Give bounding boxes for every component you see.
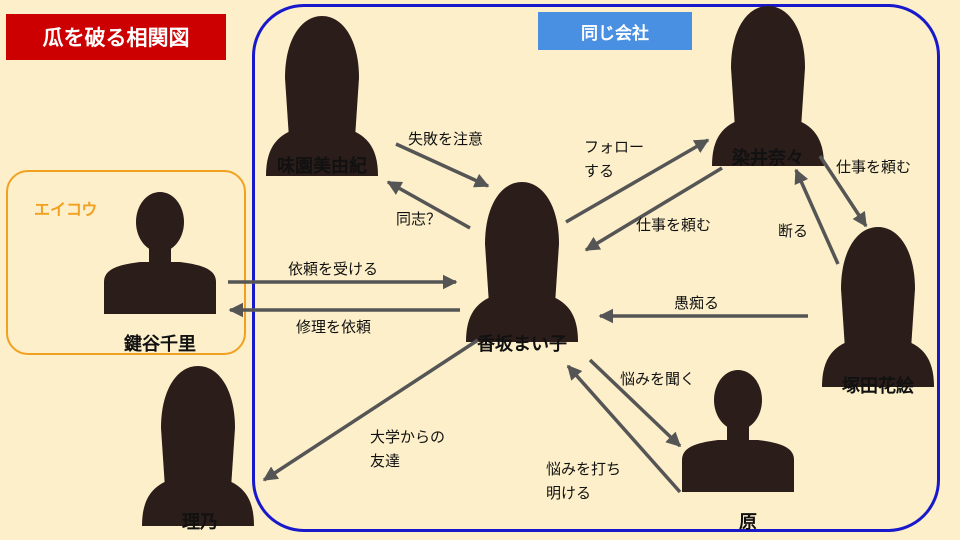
person-name-misono: 味園美由紀 bbox=[277, 156, 367, 177]
arrow-somei-to-kasaka bbox=[584, 166, 723, 252]
person-name-rino: 理乃 bbox=[182, 512, 218, 533]
arrow-kasaka-to-rino bbox=[262, 338, 479, 482]
relation-label-kasaka-to-rino-line2: 友達 bbox=[370, 452, 401, 470]
person-name-kasaka: 香坂まい子 bbox=[477, 334, 567, 355]
relation-label-kasaka-to-somei-line2: する bbox=[584, 162, 615, 180]
relation-label-misono-to-kasaka: 失敗を注意 bbox=[408, 130, 484, 148]
somei-silhouette bbox=[712, 6, 824, 166]
arrow-kasaka-to-misono bbox=[386, 180, 471, 230]
relation-label-kasaka-to-rino-line1: 大学からの bbox=[370, 428, 446, 446]
person-name-somei: 染井奈々 bbox=[732, 148, 804, 169]
arrow-somei-to-tsukada bbox=[818, 155, 868, 228]
relation-label-kasaka-to-somei-line1: フォロー bbox=[584, 138, 645, 156]
kagitani-silhouette bbox=[104, 192, 216, 314]
relation-label-kasaka-to-hara: 悩みを聞く bbox=[620, 370, 696, 388]
arrow-tsukada-to-somei bbox=[794, 168, 840, 265]
relation-label-somei-to-kasaka: 仕事を頼む bbox=[636, 216, 712, 234]
relation-label-hara-to-kasaka-line1: 悩みを打ち bbox=[546, 460, 622, 478]
relation-label-tsukada-to-somei: 断る bbox=[778, 222, 809, 240]
company-group-frame bbox=[252, 4, 940, 532]
arrow-misono-to-kasaka bbox=[395, 142, 490, 188]
arrow-kasaka-to-hara bbox=[588, 358, 682, 448]
relation-label-kasaka-to-misono: 同志？ bbox=[396, 210, 442, 228]
eikou-group-frame bbox=[6, 170, 246, 355]
rino-silhouette bbox=[142, 366, 254, 526]
tsukada-silhouette bbox=[822, 227, 934, 387]
eikou-group-label: エイコウ bbox=[34, 200, 98, 219]
person-name-tsukada: 塚田花絵 bbox=[842, 376, 914, 397]
company-group-label: 同じ会社 bbox=[538, 12, 692, 50]
arrow-hara-to-kasaka bbox=[566, 364, 682, 494]
relation-label-tsukada-to-kasaka: 愚痴る bbox=[674, 294, 720, 312]
relation-label-kasaka-to-kagitani: 修理を依頼 bbox=[296, 318, 372, 336]
relation-label-hara-to-kasaka-line2: 明ける bbox=[546, 484, 592, 502]
relation-label-somei-to-tsukada: 仕事を頼む bbox=[836, 158, 912, 176]
diagram-title: 瓜を破る相関図 bbox=[6, 14, 226, 60]
relation-label-kagitani-to-kasaka: 依頼を受ける bbox=[288, 260, 379, 278]
hara-silhouette bbox=[682, 370, 794, 492]
arrow-kasaka-to-somei bbox=[565, 138, 710, 224]
kasaka-silhouette bbox=[466, 182, 578, 342]
person-name-kagitani: 鍵谷千里 bbox=[124, 334, 196, 355]
person-name-hara: 原 bbox=[739, 512, 757, 533]
